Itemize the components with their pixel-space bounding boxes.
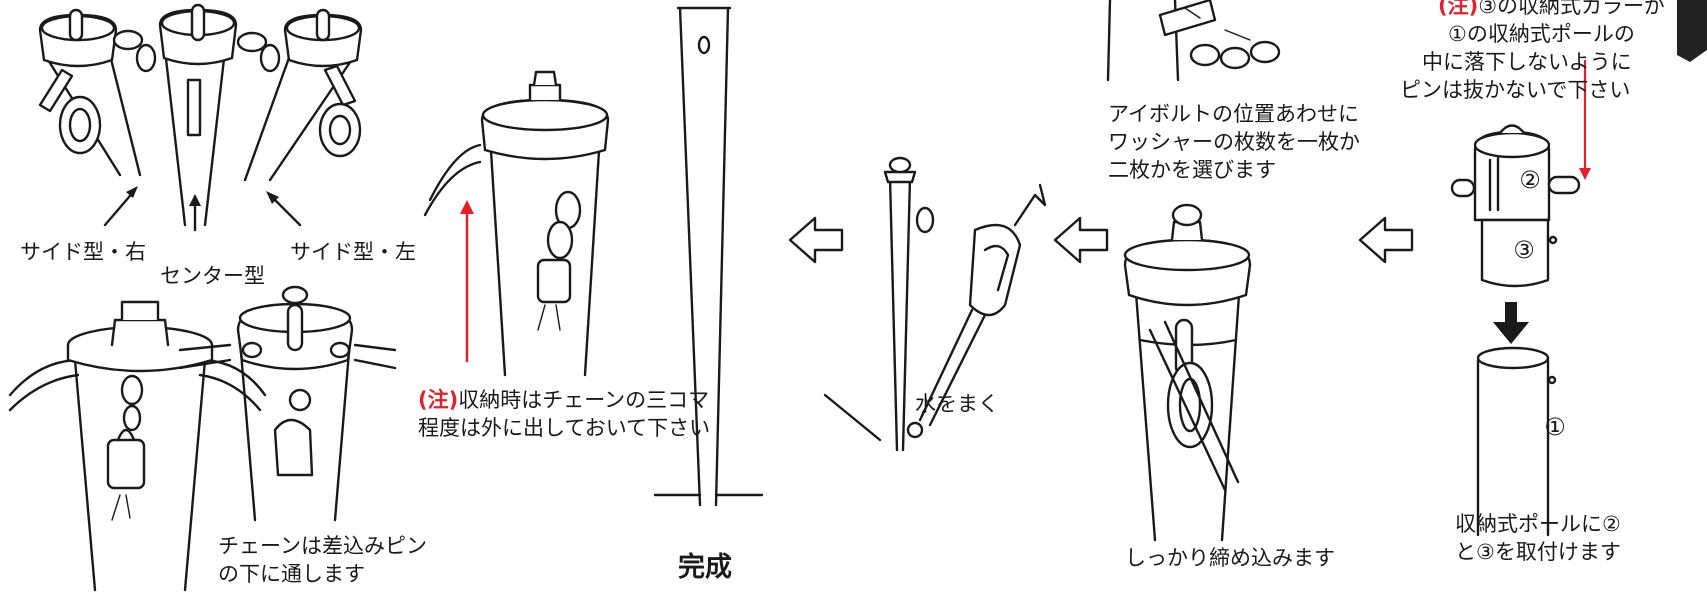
label-side-left: サイド型・左 bbox=[290, 240, 416, 264]
label-chain-under-pin-1: チェーンは差込みピン bbox=[218, 534, 427, 558]
collar-assembly-illustration bbox=[1450, 60, 1591, 537]
part-2-label: ② bbox=[1519, 166, 1541, 194]
label-collar-note-1: (注)③の収納式カラーが bbox=[1438, 0, 1665, 20]
label-storage-note-2: 程度は外に出しておいて下さい bbox=[418, 416, 711, 440]
collar-note-text: ③の収納式カラーが bbox=[1478, 0, 1666, 18]
arrow-down-icon bbox=[1493, 302, 1529, 344]
tighten-pole-illustration bbox=[1123, 203, 1252, 542]
label-collar-note-4: ピンは抜かないで下さい bbox=[1400, 78, 1631, 102]
storage-note-text: 収納時はチェーンの三コマ bbox=[458, 388, 710, 412]
eyebolt-closeup-illustration bbox=[1106, 0, 1281, 82]
collar-note-prefix: (注) bbox=[1438, 0, 1479, 18]
label-collar-note-2: ①の収納式ポールの bbox=[1448, 22, 1635, 46]
capped-pole-with-lock-illustration bbox=[8, 300, 267, 592]
label-side-right: サイド型・右 bbox=[20, 240, 146, 264]
label-complete: 完成 bbox=[678, 552, 732, 583]
part-1-label: ① bbox=[1544, 413, 1566, 441]
label-chain-under-pin-2: の下に通します bbox=[218, 562, 365, 586]
label-eyebolt-1: アイボルトの位置あわせに bbox=[1108, 102, 1359, 126]
arrow-left-icon bbox=[1053, 216, 1109, 264]
next-page-arrow-icon[interactable] bbox=[1677, 0, 1707, 62]
label-tighten: しっかり締め込みます bbox=[1125, 546, 1335, 570]
chain-types-illustration bbox=[38, 3, 363, 232]
label-sprinkle-water: 水をまく bbox=[915, 392, 999, 416]
stored-pole-illustration bbox=[423, 70, 610, 377]
label-attach-1: 収納式ポールに② bbox=[1455, 512, 1621, 536]
label-eyebolt-3: 二枚かを選びます bbox=[1108, 158, 1276, 182]
label-center: センター型 bbox=[160, 264, 265, 288]
completed-pole-illustration bbox=[653, 6, 764, 507]
arrow-left-icon bbox=[1358, 216, 1414, 264]
label-eyebolt-2: ワッシャーの枚数を一枚か bbox=[1108, 130, 1360, 154]
sprinkle-water-illustration bbox=[823, 156, 1047, 452]
label-storage-note-1: (注)収納時はチェーンの三コマ bbox=[418, 386, 709, 414]
label-collar-note-3: 中に落下しないように bbox=[1422, 50, 1632, 74]
label-attach-2: と③を取付けます bbox=[1455, 540, 1621, 564]
arrow-left-icon bbox=[788, 216, 844, 264]
chain-under-pin-illustration bbox=[178, 285, 397, 522]
storage-note-prefix: (注) bbox=[418, 388, 459, 412]
part-3-label: ③ bbox=[1513, 236, 1535, 264]
